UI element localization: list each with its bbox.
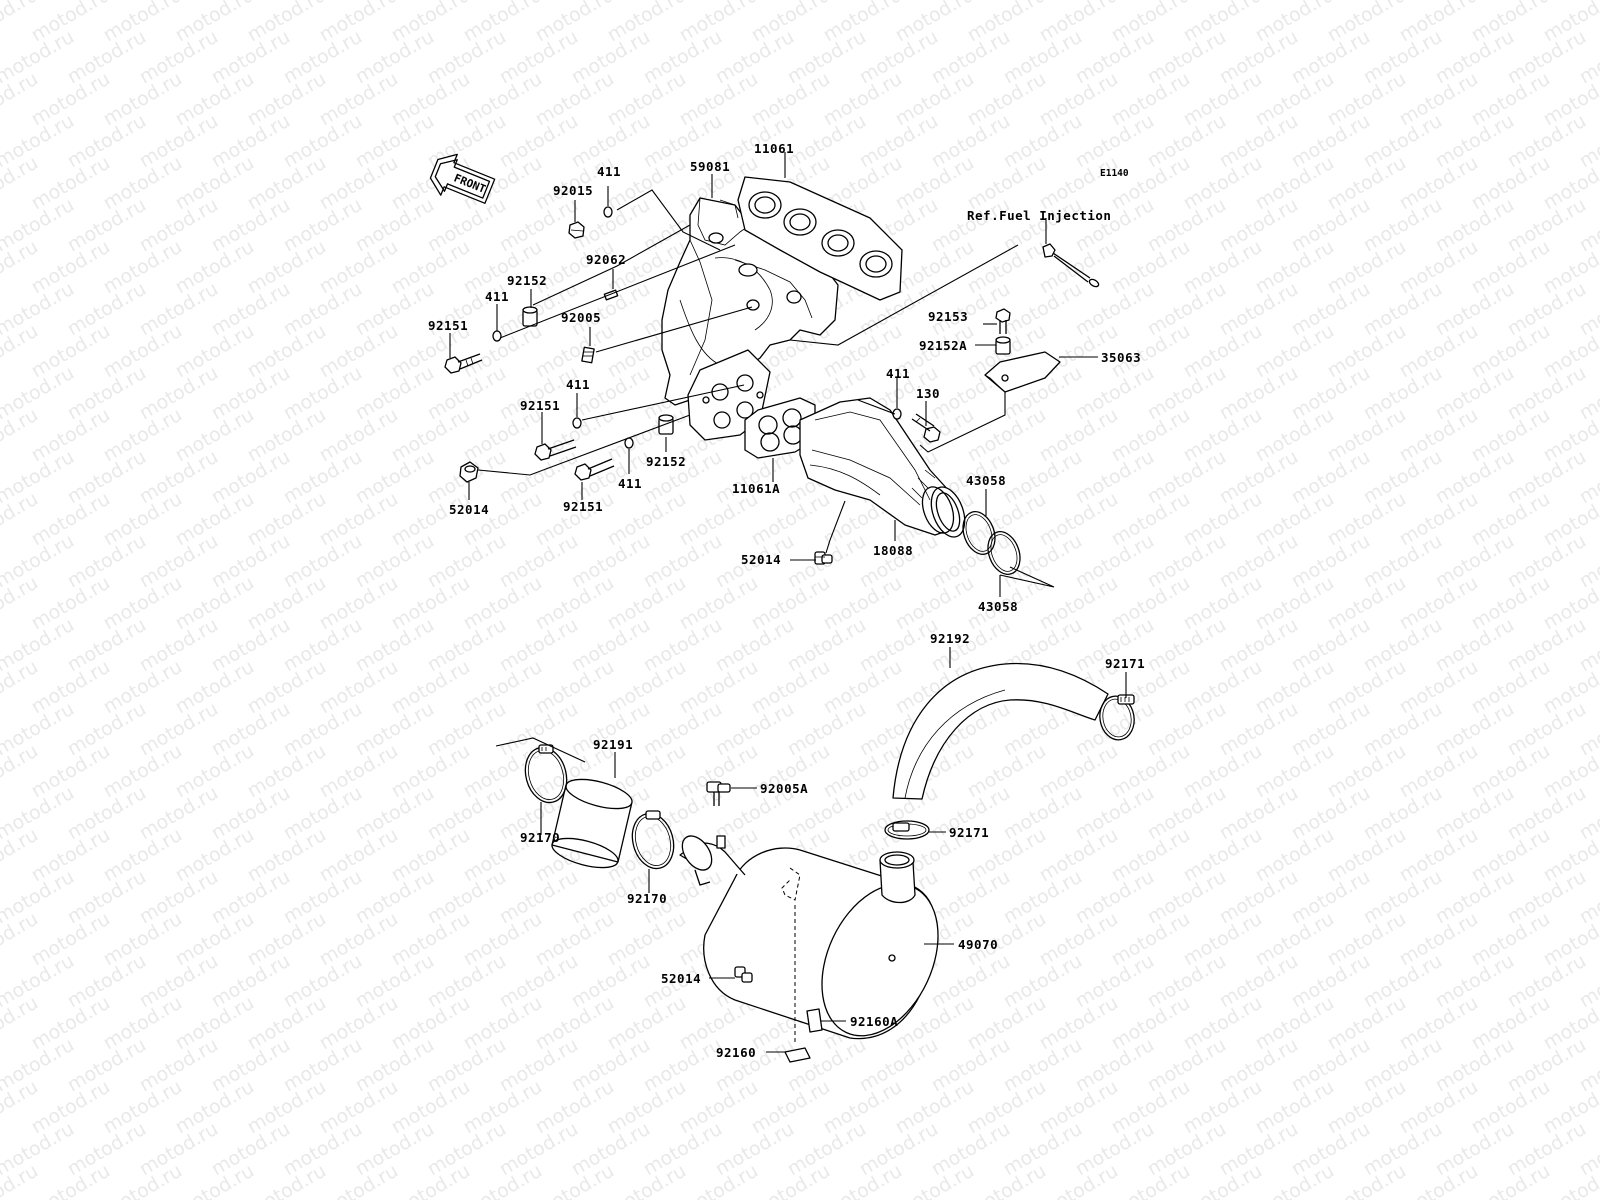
label-92160: 92160 — [716, 1045, 756, 1060]
exhaust-hose — [892, 662, 1109, 800]
label-92152a: 92152A — [919, 338, 967, 353]
label-43058-bot: 43058 — [978, 599, 1018, 614]
label-92015: 92015 — [553, 183, 593, 198]
label-92170-left: 92170 — [520, 830, 560, 845]
collar-92152a — [995, 336, 1011, 355]
hose-clamp-92170-mid — [631, 810, 675, 870]
bolt-130 — [911, 413, 941, 443]
hose-clamp-92170-left — [524, 744, 568, 804]
bolt-92153 — [995, 308, 1011, 334]
nut-92015 — [568, 221, 585, 239]
label-92171-mid: 92171 — [949, 825, 989, 840]
o-ring-43058-bot — [987, 531, 1021, 575]
washer-411-mid — [572, 417, 582, 429]
pad-92160 — [784, 1047, 811, 1063]
collar-92152-mid — [658, 414, 674, 435]
reference-note: Ref.Fuel Injection — [967, 208, 1111, 223]
label-92170-mid: 92170 — [627, 891, 667, 906]
hose-clamp-92171-top — [1099, 694, 1135, 741]
label-92160a: 92160A — [850, 1014, 898, 1029]
part-labels: Ref.Fuel Injection 11061 59081 411 92015… — [428, 141, 1145, 1060]
label-18088: 18088 — [873, 543, 913, 558]
label-52014-bot: 52014 — [661, 971, 701, 986]
label-130: 130 — [916, 386, 940, 401]
label-411-mid: 411 — [566, 377, 590, 392]
front-arrow-icon: FRONT — [429, 153, 496, 204]
leader-lines — [449, 152, 1127, 1053]
label-92171-top: 92171 — [1105, 656, 1145, 671]
watermark-text: motod.ru — [1576, 0, 1600, 4]
fitting-52014-bot — [734, 966, 753, 983]
label-411-right: 411 — [886, 366, 910, 381]
label-92152-mid: 92152 — [646, 454, 686, 469]
label-35063: 35063 — [1101, 350, 1141, 365]
label-92191: 92191 — [593, 737, 633, 752]
label-411-low: 411 — [618, 476, 642, 491]
label-92151-low: 92151 — [563, 499, 603, 514]
label-92151-mid: 92151 — [520, 398, 560, 413]
pipe-gasket — [744, 397, 816, 459]
bolt-92151-left — [444, 353, 483, 374]
washer-411-right — [892, 408, 902, 420]
muffler — [679, 835, 939, 1042]
label-92005: 92005 — [561, 310, 601, 325]
muffler-drain-icon — [888, 954, 896, 962]
label-92151-left: 92151 — [428, 318, 468, 333]
manifold-gasket — [737, 176, 903, 301]
label-92153: 92153 — [928, 309, 968, 324]
fitting-92005a — [706, 781, 731, 806]
exhaust-pipe — [799, 397, 966, 538]
o-ring-43058-top — [962, 511, 996, 555]
washer-411-left — [492, 330, 502, 342]
fitting-52014-left — [459, 461, 479, 483]
label-92005a: 92005A — [760, 781, 808, 796]
washer-411-top — [603, 206, 613, 218]
label-52014-left: 52014 — [449, 502, 489, 517]
label-411-left: 411 — [485, 289, 509, 304]
label-52014-mid: 52014 — [741, 552, 781, 567]
pad-92160a — [806, 1008, 823, 1033]
label-43058-top: 43058 — [966, 473, 1006, 488]
collar-92152-top — [522, 306, 538, 327]
label-92192: 92192 — [930, 631, 970, 646]
hose-clamp-92171-mid — [884, 820, 930, 840]
label-92152-top: 92152 — [507, 273, 547, 288]
joint-pipe — [551, 778, 633, 869]
bolt-92151-low — [574, 458, 615, 481]
fitting-52014-mid — [814, 551, 833, 565]
diagram-code: E1140 — [1100, 168, 1129, 179]
label-59081: 59081 — [690, 159, 730, 174]
label-92062: 92062 — [586, 252, 626, 267]
bolt-92151-mid — [534, 439, 577, 461]
label-11061a: 11061A — [732, 481, 780, 496]
label-11061: 11061 — [754, 141, 794, 156]
label-411-top: 411 — [597, 164, 621, 179]
stud-92005 — [581, 346, 595, 364]
label-49070: 49070 — [958, 937, 998, 952]
manifold-port — [738, 263, 758, 277]
sensor-wire — [1042, 243, 1100, 288]
